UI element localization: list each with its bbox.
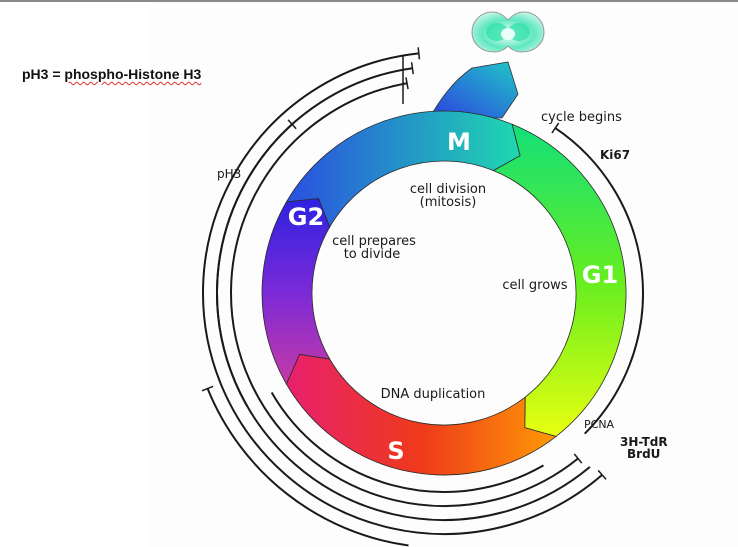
cell-cycle-ring [261,110,627,476]
g1-description: cell grows [502,278,567,293]
brdu-arc [202,52,603,535]
pcna-arc-inner [270,391,544,493]
m-description-line-1: cell division [410,182,486,197]
ph3-arc-tick [287,119,297,130]
ring-segment-g2 [261,198,331,385]
phase-label-g2: G2 [288,203,324,231]
g2-description-line-1: cell prepares [332,234,416,249]
marker-label-ph3: pH3 [217,167,241,181]
3htdr-arc-tick [410,62,414,75]
ring-segment-g1 [492,123,627,437]
phase-label-m: M [447,128,471,156]
marker-label-brdu: BrdU [627,447,660,461]
ph3-lower-arc-tick [201,385,214,392]
ph3-arc [216,123,293,407]
ki67-arc [554,127,644,435]
pcna-arc [230,82,579,507]
brdu-arc-tick [597,469,607,480]
s-description: DNA duplication [381,387,486,402]
cycle-begins-label: cycle begins [541,110,622,125]
daughter-cells-icon [471,11,545,53]
marker-arcs [201,47,644,547]
ph3-lower-arc [206,388,409,547]
ring-segment-s [285,353,557,476]
top-border [0,0,738,2]
mitosis-exit-arrow [429,61,519,119]
note-prefix: pH3 = [22,66,65,82]
ki67-arc-tick [551,122,560,134]
legend-note: pH3 = phospho-Histone H3 [22,66,201,82]
note-term: phospho-Histone H3 [64,66,202,82]
marker-label-pcna: PCNA [584,418,615,431]
m-description-line-2: (mitosis) [420,195,477,210]
pcna-arc-tick [573,453,583,464]
phase-label-g1: G1 [582,261,618,289]
phase-label-s: S [387,437,404,465]
pcna-arc-tick [405,77,409,90]
g2-description-line-2: to divide [344,247,401,262]
marker-label-3htdr: 3H-TdR [620,435,668,449]
marker-label-ki67: Ki67 [600,148,630,162]
brdu-arc-tick [417,47,421,60]
